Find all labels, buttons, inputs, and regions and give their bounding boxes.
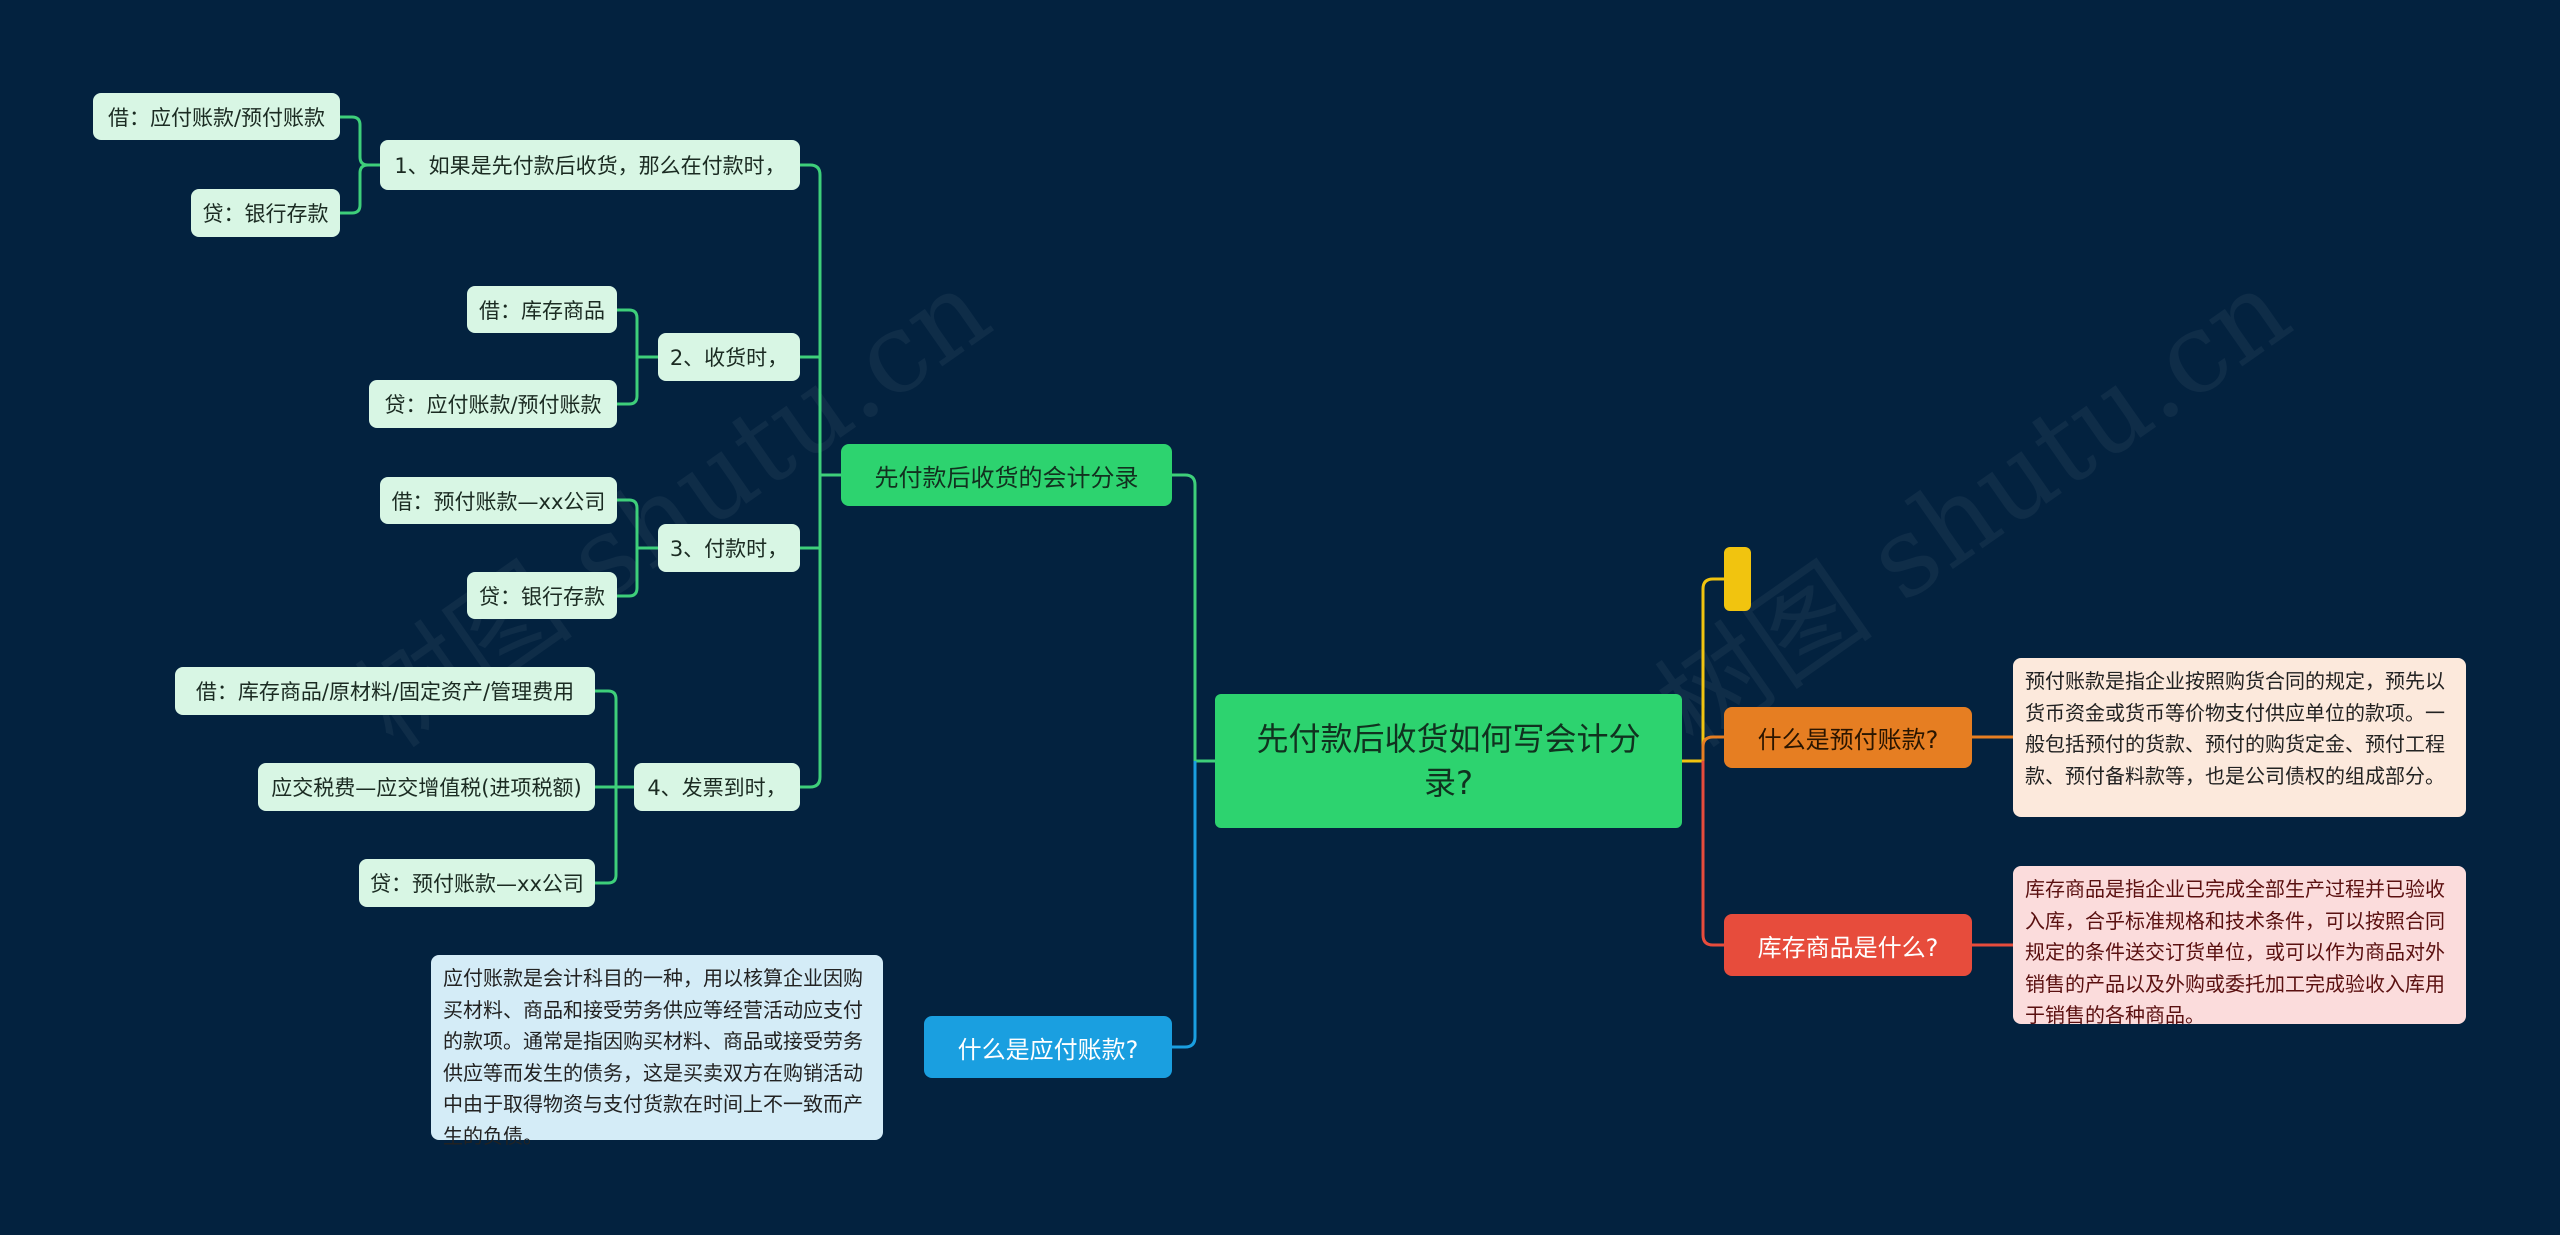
inventory-description: 库存商品是指企业已完成全部生产过程并已验收入库，合乎标准规格和技术条件，可以按照…	[2013, 866, 2466, 1027]
branch-inventory[interactable]: 库存商品是什么?	[1724, 914, 1972, 976]
leaf-node[interactable]: 贷：银行存款	[191, 189, 340, 237]
branch-prepaid[interactable]: 什么是预付账款?	[1724, 707, 1972, 768]
leaf-node[interactable]: 借：库存商品	[467, 286, 617, 333]
leaf-node[interactable]: 贷：预付账款—xx公司	[359, 859, 595, 907]
leaf-node[interactable]: 借：库存商品/原材料/固定资产/管理费用	[175, 667, 595, 715]
branch-accounting-entries[interactable]: 先付款后收货的会计分录	[841, 444, 1172, 506]
leaf-node[interactable]: 借：预付账款—xx公司	[380, 477, 617, 524]
connector	[1701, 761, 1724, 947]
step-node-2[interactable]: 2、收货时，	[658, 333, 800, 381]
connector	[593, 689, 636, 789]
connector	[615, 498, 660, 550]
connector	[615, 546, 639, 598]
connector	[1170, 473, 1217, 763]
connector	[1682, 577, 1724, 763]
step-node-1[interactable]: 1、如果是先付款后收货，那么在付款时，	[380, 140, 800, 190]
connector	[593, 785, 618, 885]
empty-yellow-node[interactable]	[1724, 547, 1751, 611]
step-node-3[interactable]: 3、付款时，	[658, 524, 800, 572]
connector	[615, 355, 639, 406]
connector	[338, 163, 370, 215]
connector	[1701, 735, 1724, 761]
prepaid-description: 预付账款是指企业按照购货合同的规定，预先以货币资金或货币等价物支付供应单位的款项…	[2013, 658, 2466, 817]
root-node[interactable]: 先付款后收货如何写会计分录?	[1215, 694, 1682, 828]
leaf-node[interactable]: 借：应付账款/预付账款	[93, 93, 340, 140]
leaf-node[interactable]: 贷：银行存款	[467, 572, 617, 619]
branch-accounts-payable[interactable]: 什么是应付账款?	[924, 1016, 1172, 1078]
payable-description: 应付账款是会计科目的一种，用以核算企业因购买材料、商品和接受劳务供应等经营活动应…	[431, 955, 883, 1148]
connector	[1172, 761, 1197, 1049]
leaf-node[interactable]: 应交税费—应交增值税(进项税额)	[258, 763, 595, 811]
leaf-node[interactable]: 贷：应付账款/预付账款	[369, 380, 617, 428]
step-node-4[interactable]: 4、发票到时，	[634, 763, 800, 811]
connector	[338, 115, 382, 167]
connector	[798, 163, 822, 789]
connector	[615, 308, 660, 359]
